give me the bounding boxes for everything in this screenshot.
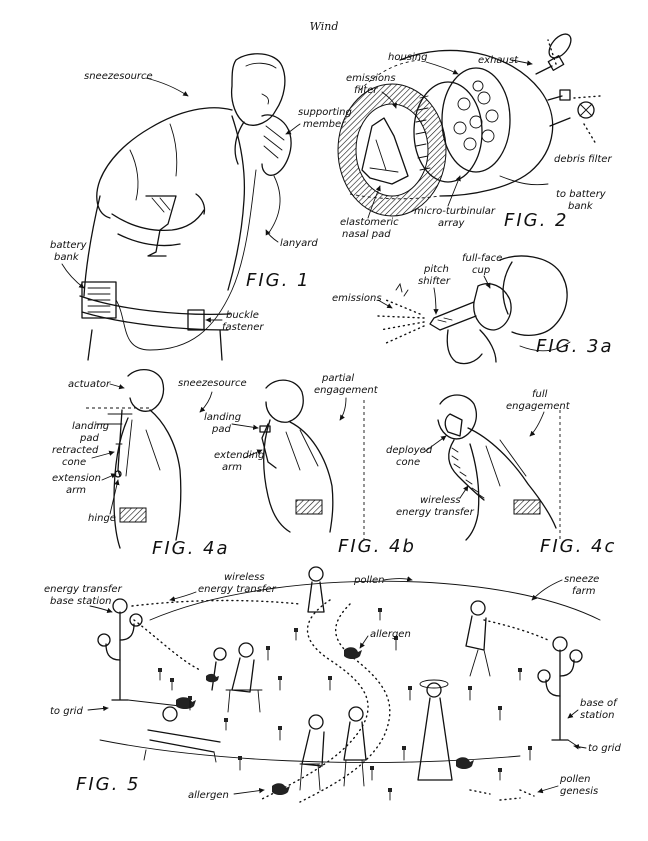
fig2-label-micro-turbinular: micro-turbinular (414, 206, 496, 217)
fig2-illustration (337, 33, 601, 217)
fig1-label-bank: bank (54, 252, 80, 263)
fig2-debris-filter (577, 101, 595, 119)
fig5-label-allergen-bottom: allergen (188, 790, 229, 801)
fig2-label-to-battery: to battery (556, 189, 607, 200)
fig2-label-debris-filter: debris filter (554, 154, 612, 165)
fig1-caption: FIG. 1 (246, 270, 311, 291)
fig5-caption: FIG. 5 (76, 774, 141, 795)
fig4c-label-full: full (532, 389, 548, 400)
fig2-label-exhaust: exhaust (478, 55, 519, 66)
fig5-people (143, 566, 491, 791)
fig1-label-fastener: fastener (222, 322, 264, 333)
fig4a-label-arm: arm (66, 485, 86, 496)
fig3a-label-emissions: emissions (332, 293, 382, 304)
fig4a-label-hinge: hinge (88, 513, 116, 524)
fig2-caption: FIG. 2 (504, 210, 569, 231)
fig1-illustration (79, 53, 292, 361)
fig5-label-pollen-genesis-2: genesis (560, 786, 598, 797)
fig4b-label-partial: partial (321, 373, 354, 384)
fig3a-label-full-face: full-face (462, 253, 502, 264)
fig4c-caption: FIG. 4c (540, 536, 616, 557)
fig5-label-base-station: base station (50, 596, 111, 607)
fig2-label-emissions: emissions (346, 73, 396, 84)
fig5-label-farm: farm (572, 586, 596, 597)
fig5-illustration (97, 566, 601, 803)
fig5-label-energy-transfer: energy transfer (44, 584, 123, 595)
fig2-label-array: array (438, 218, 465, 229)
fig4c-label-wireless: wireless (420, 495, 461, 506)
fig4a-label-landing: landing (72, 421, 109, 432)
fig5-label-to-grid-right: to grid (588, 743, 621, 754)
fig4b-label-extending: extending (214, 450, 264, 461)
fig5-label-pollen: pollen (353, 575, 385, 586)
fig4c-illustration (437, 394, 561, 541)
fig1-label-lanyard: lanyard (280, 238, 318, 249)
fig2-label-elastomeric: elastomeric (340, 217, 399, 228)
fig2-label-nasal-pad: nasal pad (342, 229, 391, 240)
fig4b-label-arm: arm (222, 462, 242, 473)
fig4b-label-landing: landing (204, 412, 241, 423)
fig5-label-allergen-top: allergen (370, 629, 411, 640)
fig4c-label-engagement: engagement (506, 401, 571, 412)
fig1-label-buckle: buckle (226, 310, 259, 321)
fig4a-label-retracted: retracted (52, 445, 99, 456)
fig3a-label-shifter: shifter (418, 276, 451, 287)
page-title: Wind (310, 20, 339, 33)
fig4b-label-sneezesource: sneezesource (178, 378, 247, 389)
fig4c-deployed-cone (444, 413, 463, 437)
fig3a-caption: FIG. 3a (536, 336, 614, 357)
fig3a-label-pitch: pitch (423, 264, 449, 275)
fig2-label-battery-bank: bank (568, 201, 594, 212)
fig5-left-base-station (97, 598, 181, 707)
fig5-label-sneeze: sneeze (564, 574, 599, 585)
fig3a-illustration (377, 255, 571, 365)
fig4b-illustration (259, 379, 365, 540)
fig4a-illustration (86, 369, 182, 549)
fig4c-label-deployed: deployed (386, 445, 433, 456)
fig1-label-battery: battery (50, 240, 88, 251)
fig4a-label-extension: extension (52, 473, 101, 484)
fig3a-full-face-cup (473, 283, 512, 331)
fig5-label-station: station (580, 710, 614, 721)
fig4c-label-cone: cone (396, 457, 420, 468)
fig1-label-sneezesource: sneezesource (84, 71, 153, 82)
fig5-label-wireless-energy-transfer: energy transfer (198, 584, 277, 595)
fig2-label-filter: filter (354, 85, 378, 96)
fig4c-label-energy-transfer: energy transfer (396, 507, 475, 518)
fig4a-label-pad: pad (79, 433, 99, 444)
fig4a-label-actuator: actuator (68, 379, 111, 390)
fig2-microturbine-array (441, 67, 511, 173)
fig2-nasal-pad (361, 117, 409, 185)
fig5-label-pollen-genesis-1: pollen (559, 774, 591, 785)
fig1-label-supporting: supporting (298, 107, 352, 118)
fig4b-label-engagement: engagement (314, 385, 379, 396)
fig4a-caption: FIG. 4a (152, 538, 230, 559)
fig5-right-base-station (537, 636, 583, 749)
fig3a-label-cup: cup (472, 265, 490, 276)
fig5-label-wireless: wireless (224, 572, 265, 583)
fig4a-label-cone: cone (62, 457, 86, 468)
fig5-label-base-of: base of (580, 698, 618, 709)
fig2-label-housing: housing (388, 52, 427, 63)
fig4b-label-pad: pad (211, 424, 231, 435)
fig1-label-member: member (303, 119, 346, 130)
fig5-label-to-grid-left: to grid (50, 706, 83, 717)
fig4b-caption: FIG. 4b (338, 536, 416, 557)
